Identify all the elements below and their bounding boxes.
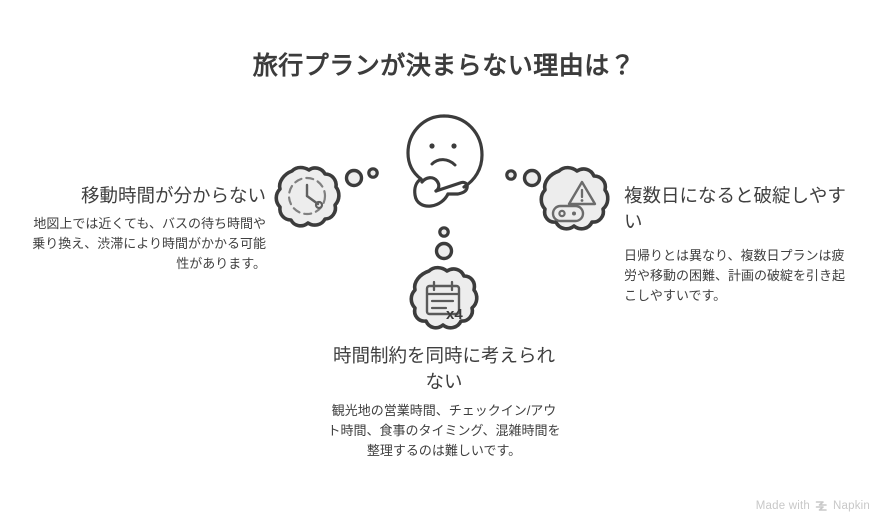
clock-blob-icon <box>272 163 342 244</box>
node-body-time-constraints: 観光地の営業時間、チェックイン/アウト時間、食事のタイミング、混雑時間を整理する… <box>327 403 561 458</box>
watermark-brand-label: Napkin <box>833 500 870 512</box>
node-heading-travel-time: 移動時間が分からない <box>80 185 266 206</box>
node-heading-multi-day-breakdown: 複数日になると破綻しやすい <box>624 185 846 232</box>
napkin-chevron-icon <box>815 500 828 512</box>
node-body-travel-time: 地図上では近くても、バスの待ち時間や乗り換え、渋滞により時間がかかる可能性があり… <box>32 216 266 271</box>
calendar-blob-icon: x4 <box>408 264 480 343</box>
calendar-multiplier-label: x4 <box>446 306 463 323</box>
thought-bubbles-left <box>340 162 384 195</box>
page-title: 旅行プランが決まらない理由は？ <box>252 52 636 80</box>
warning-blob-icon <box>537 163 611 246</box>
node-heading-time-constraints: 時間制約を同時に考えられない <box>332 345 555 392</box>
watermark-prefix-label: Made with <box>755 500 810 512</box>
thinking-face-icon <box>398 112 490 217</box>
thought-bubbles-center <box>430 222 462 271</box>
napkin-watermark: Made with Napkin <box>756 500 870 512</box>
node-body-multi-day-breakdown: 日帰りとは異なり、複数日プランは疲労や移動の困難、計画の破綻を引き起こしやすいで… <box>624 248 846 303</box>
thought-bubbles-right <box>500 162 544 195</box>
